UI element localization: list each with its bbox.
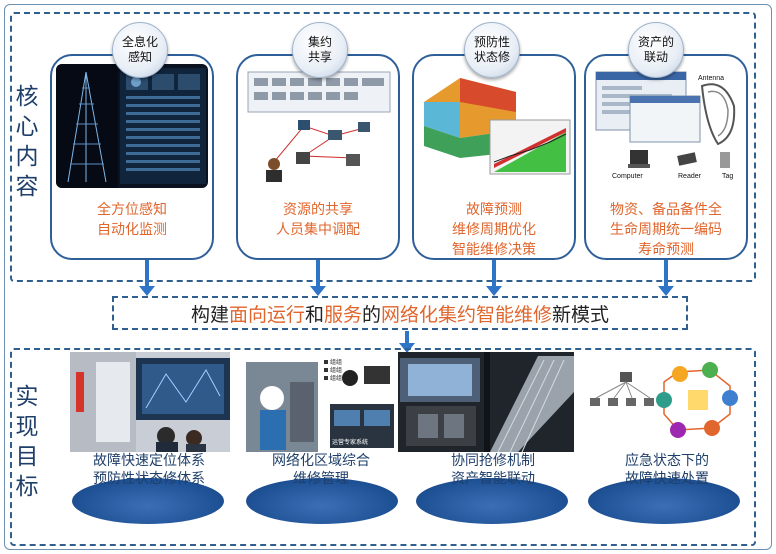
pedestal-4 <box>588 478 740 524</box>
panel-2-line-2: 人员集中调配 <box>276 222 360 238</box>
arrow-down-4 <box>658 260 674 296</box>
goal-4-image <box>580 352 750 452</box>
expert-system-label: 运营专家系统 <box>332 438 368 446</box>
goal-3-line-2: 资产智能联动 <box>451 471 535 487</box>
panel-2-image <box>244 66 394 188</box>
antenna-label: Antenna <box>698 75 724 82</box>
panel-4-image: Computer Reader Tag Antenna <box>590 66 744 186</box>
side-label-char: 现 <box>15 414 39 440</box>
failure-prediction-chart-image <box>420 72 572 176</box>
panel-2-text: 资源的共享 人员集中调配 <box>242 200 394 240</box>
panel-asset-linkage: Computer Reader Tag Antenna 物资、备品备件全 生命周… <box>584 54 748 260</box>
goals-label: 实现目标 <box>12 382 42 502</box>
goal-2-line-1: 网络化区域综合 <box>272 453 370 469</box>
panel-preventive-maintenance: 故障预测 维修周期优化 智能维修决策 <box>412 54 576 260</box>
panel-3-line-1: 故障预测 <box>466 202 522 218</box>
panel-3-line-3: 智能维修决策 <box>452 242 536 258</box>
side-label-char: 容 <box>15 174 39 200</box>
goal-3-text: 协同抢修机制 资产智能联动 <box>408 452 578 488</box>
panel-1-line-2: 自动化监测 <box>97 222 167 238</box>
core-content-label: 核心内容 <box>12 82 42 202</box>
panel-3-image <box>420 72 572 176</box>
panel-4-line-3: 寿命预测 <box>638 242 694 258</box>
goal-4-text: 应急状态下的 故障快速处置 <box>582 452 752 488</box>
side-label-char: 实 <box>15 384 39 410</box>
side-label-char: 心 <box>15 114 39 140</box>
goal-1-image <box>70 352 230 452</box>
banner-highlight-network-maintenance: 网络化集约智能维修 <box>381 303 553 326</box>
arrow-down-1 <box>139 260 155 296</box>
panel-1-line-1: 全方位感知 <box>97 202 167 218</box>
pedestal-1 <box>72 478 224 524</box>
badge-intensive-sharing: 集约 共享 <box>292 22 348 78</box>
banner-part-2: 和 <box>304 303 324 326</box>
network-node-label-2: 组组 <box>330 366 342 374</box>
side-label-char: 标 <box>15 474 39 500</box>
panel-holographic-sensing: 全方位感知 自动化监测 <box>50 54 214 260</box>
goal-1-text: 故障快速定位体系 预防性状态修体系 <box>64 452 234 488</box>
panel-1-image <box>56 64 208 188</box>
goal-1-line-1: 故障快速定位体系 <box>93 453 205 469</box>
emergency-network-diagram <box>580 352 750 452</box>
badge-holographic-sensing: 全息化 感知 <box>112 22 168 78</box>
metro-monitoring-photo <box>70 352 230 452</box>
banner-highlight-operation: 面向运行 <box>228 303 305 326</box>
panel-1-text: 全方位感知 自动化监测 <box>56 200 208 240</box>
panel-intensive-sharing: 资源的共享 人员集中调配 <box>236 54 400 260</box>
goal-2-text: 网络化区域综合 维修管理 <box>236 452 406 488</box>
arrow-down-2 <box>310 260 326 296</box>
core-content-box <box>10 12 756 282</box>
regional-maintenance-photo: 组组 组组 组组 运营专家系统 <box>246 356 394 452</box>
goals-box <box>10 348 756 546</box>
panel-4-text: 物资、备品备件全 生命周期统一编码 寿命预测 <box>590 200 742 260</box>
banner-part-4: 新模式 <box>552 303 610 326</box>
badge-asset-linkage: 资产的 联动 <box>628 22 684 78</box>
network-node-label-1: 组组 <box>330 358 342 366</box>
side-label-char: 内 <box>15 144 39 170</box>
goal-3-line-1: 协同抢修机制 <box>451 453 535 469</box>
goal-3-image <box>398 352 574 452</box>
side-label-char: 核 <box>15 84 39 110</box>
panel-4-line-2: 生命周期统一编码 <box>610 222 722 238</box>
arrow-down-3 <box>486 260 502 296</box>
rfid-asset-tracking-image: Computer Reader Tag Antenna <box>595 71 736 180</box>
banner-part-1: 构建 <box>190 303 229 326</box>
goal-4-line-2: 故障快速处置 <box>625 471 709 487</box>
side-label-char: 目 <box>15 444 39 470</box>
banner-part-3: 的 <box>362 303 382 326</box>
goal-4-line-1: 应急状态下的 <box>625 453 709 469</box>
pedestal-2 <box>246 478 398 524</box>
network-node-label-3: 组组 <box>330 374 342 382</box>
panel-3-line-2: 维修周期优化 <box>452 222 536 238</box>
tower-monitoring-image <box>56 64 208 188</box>
goal-2-line-2: 维修管理 <box>293 471 349 487</box>
new-model-banner: 构建面向运行和服务的网络化集约智能维修新模式 <box>112 296 688 330</box>
goal-1-line-2: 预防性状态修体系 <box>93 471 205 487</box>
reader-label: Reader <box>678 173 702 180</box>
pedestal-3 <box>416 478 568 524</box>
escalator-station-photo <box>398 352 574 452</box>
panel-4-line-1: 物资、备品备件全 <box>610 202 722 218</box>
badge-preventive-maintenance: 预防性 状态修 <box>464 22 520 78</box>
goal-2-image: 组组 组组 组组 运营专家系统 <box>246 352 396 452</box>
panel-3-text: 故障预测 维修周期优化 智能维修决策 <box>418 200 570 260</box>
computer-label: Computer <box>612 173 643 180</box>
panel-2-line-1: 资源的共享 <box>283 202 353 218</box>
banner-highlight-service: 服务 <box>323 303 362 326</box>
tag-label: Tag <box>722 173 733 180</box>
resource-sharing-network-image <box>247 71 391 182</box>
